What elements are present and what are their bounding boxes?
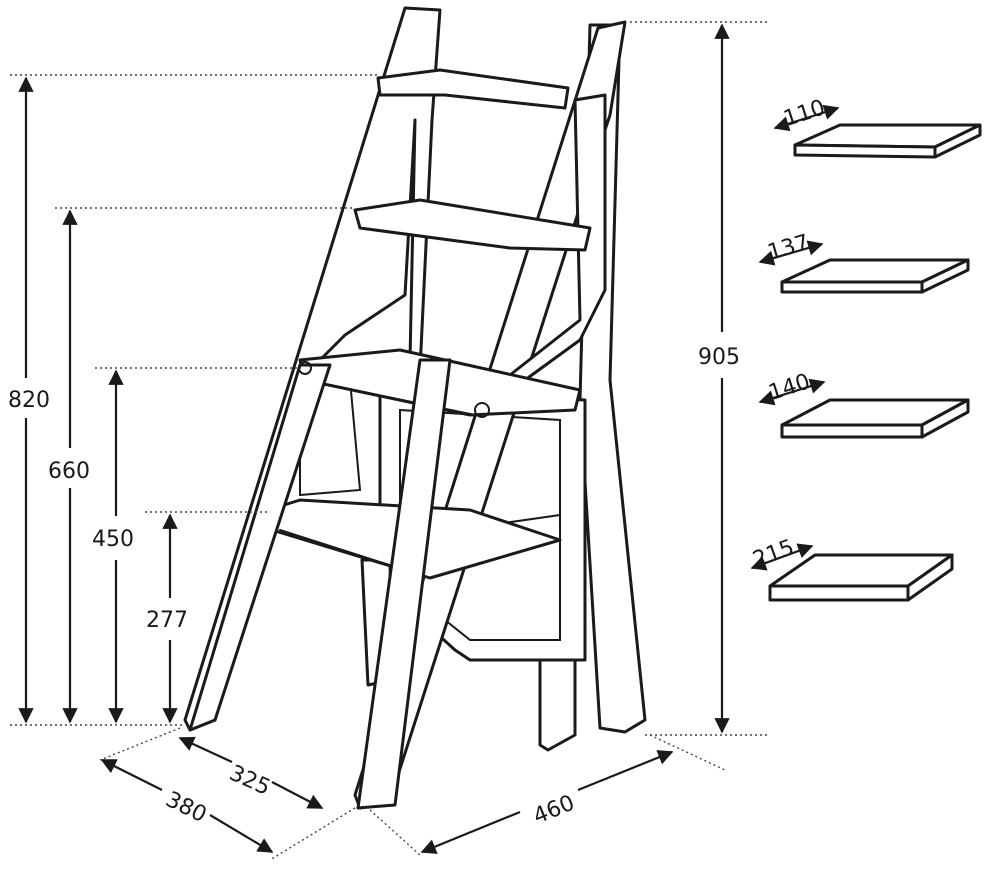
height-277-label: 277 (146, 608, 188, 633)
top-rung (376, 68, 570, 110)
tread-depth-140-label: 140 (766, 369, 814, 406)
height-820-label: 820 (8, 388, 50, 413)
tread-depth-137-label: 137 (765, 230, 812, 266)
height-660-label: 660 (48, 459, 90, 484)
ladder-front-rail (356, 358, 452, 810)
tread-board-4: 215 (750, 535, 954, 602)
guide-lines (10, 21, 770, 861)
ladder-chair-drawing (183, 6, 647, 810)
tread-depth-215-label: 215 (750, 535, 798, 573)
height-450-label: 450 (92, 527, 134, 552)
hinge-knob-left (298, 361, 312, 375)
left-side-inner (318, 118, 417, 362)
tread-depth-110-label: 110 (781, 95, 829, 132)
second-step (353, 198, 592, 252)
ladder-back-rail (188, 363, 332, 732)
depth-325-label: 325 (225, 761, 274, 801)
hinge-knob (474, 402, 490, 418)
total-height-dimension: 905 (698, 23, 740, 734)
tread-board-2: 137 (758, 230, 970, 294)
right-side-brace (508, 93, 607, 382)
height-905-label: 905 (698, 345, 740, 370)
width-460-label: 460 (530, 791, 578, 830)
tread-board-1: 110 (773, 95, 982, 159)
height-dimensions: 820 660 450 277 (8, 76, 188, 724)
depth-380-label: 380 (162, 787, 211, 828)
third-step-edge (304, 379, 476, 416)
tread-board-3: 140 (758, 369, 970, 439)
